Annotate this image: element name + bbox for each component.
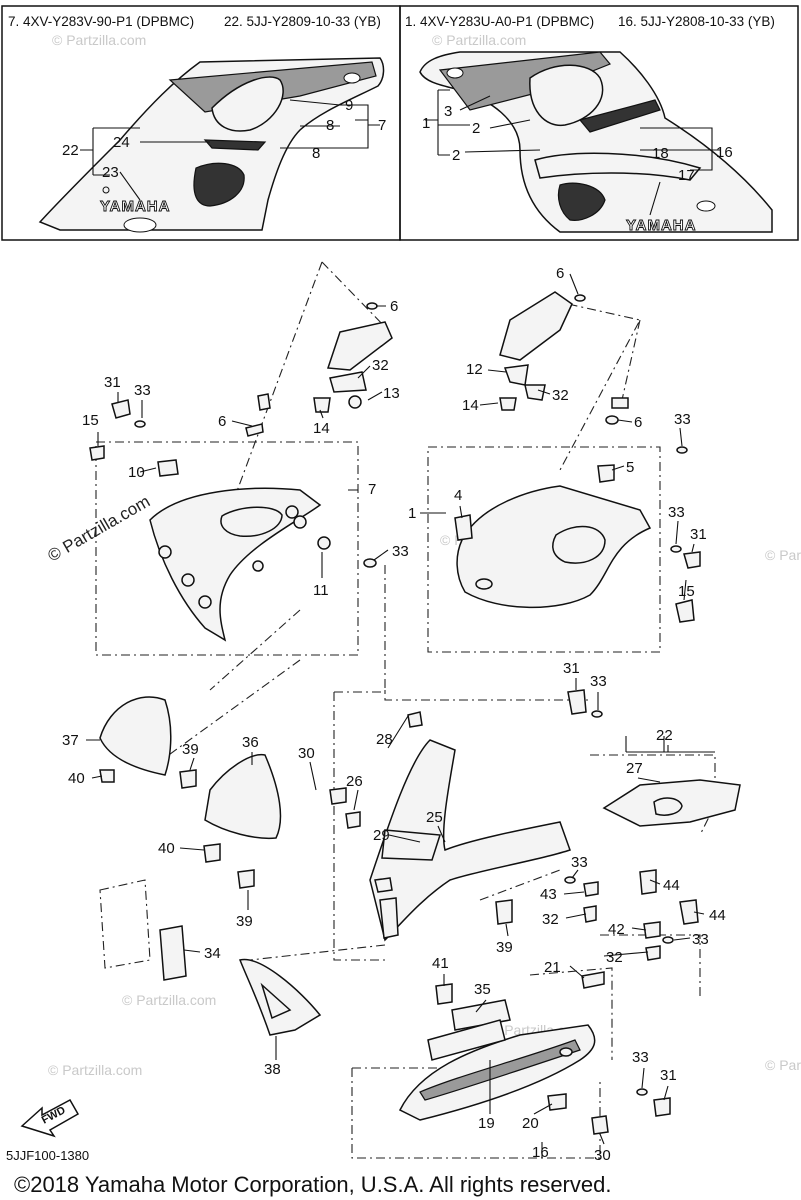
callout-26: 26 bbox=[346, 773, 363, 790]
callout-44: 44 bbox=[663, 877, 680, 894]
callout-7: 7 bbox=[368, 481, 376, 498]
callout-35: 35 bbox=[474, 981, 491, 998]
callout-21: 21 bbox=[544, 959, 561, 976]
inset-left-callout-24: 24 bbox=[113, 134, 130, 151]
callout-31: 31 bbox=[660, 1067, 677, 1084]
inset-right-callout-3: 3 bbox=[444, 103, 452, 120]
callout-39: 39 bbox=[236, 913, 253, 930]
group-outlines bbox=[95, 261, 716, 1159]
callout-30: 30 bbox=[298, 745, 315, 762]
callout-33: 33 bbox=[590, 673, 607, 690]
callout-28: 28 bbox=[376, 731, 393, 748]
inset-right-callout-18: 18 bbox=[652, 145, 669, 162]
callout-19: 19 bbox=[478, 1115, 495, 1132]
inset-left-callout-22: 22 bbox=[62, 142, 79, 159]
callout-30: 30 bbox=[594, 1147, 611, 1164]
inset-left-callout-23: 23 bbox=[102, 164, 119, 181]
callout-39: 39 bbox=[496, 939, 513, 956]
callout-40: 40 bbox=[158, 840, 175, 857]
callout-32: 32 bbox=[552, 387, 569, 404]
parts bbox=[89, 291, 741, 1135]
inset-right-callout-16: 16 bbox=[716, 144, 733, 161]
watermark-2: © Partzilla.com bbox=[432, 32, 526, 48]
callout-40: 40 bbox=[68, 770, 85, 787]
callout-6: 6 bbox=[556, 265, 564, 282]
callout-10: 10 bbox=[128, 464, 145, 481]
callout-32: 32 bbox=[372, 357, 389, 374]
callout-14: 14 bbox=[462, 397, 479, 414]
inset-left-callout-9: 9 bbox=[345, 97, 353, 114]
callout-16: 16 bbox=[532, 1144, 549, 1161]
inset-left-callout-8a: 8 bbox=[326, 117, 334, 134]
callout-31: 31 bbox=[563, 660, 580, 677]
callout-37: 37 bbox=[62, 732, 79, 749]
inset-right-brand: YAMAHA bbox=[626, 217, 696, 234]
watermark-3: © Partzilla.com bbox=[765, 547, 801, 563]
inset-right-callout-2b: 2 bbox=[452, 147, 460, 164]
callout-42: 42 bbox=[608, 921, 625, 938]
callout-15: 15 bbox=[678, 583, 695, 600]
inset-right-callout-1: 1 bbox=[422, 115, 430, 132]
inset-left-header-b: 22. 5JJ-Y2809-10-33 (YB) bbox=[224, 14, 381, 29]
callout-6: 6 bbox=[218, 413, 226, 430]
callout-33: 33 bbox=[632, 1049, 649, 1066]
callout-6: 6 bbox=[634, 414, 642, 431]
callout-5: 5 bbox=[626, 459, 634, 476]
callout-33: 33 bbox=[392, 543, 409, 560]
inset-right-header-b: 16. 5JJ-Y2808-10-33 (YB) bbox=[618, 14, 775, 29]
inset-left-brand: YAMAHA bbox=[100, 198, 170, 215]
inset-right-callout-17: 17 bbox=[678, 167, 695, 184]
watermark-1: © Partzilla.com bbox=[52, 32, 146, 48]
watermark-6: © Partzilla.com bbox=[122, 992, 216, 1008]
callout-32: 32 bbox=[606, 949, 623, 966]
callout-33: 33 bbox=[668, 504, 685, 521]
inset-left-callout-7: 7 bbox=[378, 117, 386, 134]
leader-lines bbox=[86, 273, 715, 1158]
diagram-code: 5JJF100-1380 bbox=[6, 1148, 89, 1163]
inset-left: 7. 4XV-Y283V-90-P1 (DPBMC) 22. 5JJ-Y2809… bbox=[1, 5, 401, 241]
callout-4: 4 bbox=[454, 487, 462, 504]
callout-43: 43 bbox=[540, 886, 557, 903]
callouts: 6 32 13 14 6 12 32 14 6 31 33 15 6 10 7 … bbox=[62, 265, 726, 1164]
callout-25: 25 bbox=[426, 809, 443, 826]
inset-right: 1. 4XV-Y283U-A0-P1 (DPBMC) 16. 5JJ-Y2808… bbox=[399, 5, 799, 241]
callout-36: 36 bbox=[242, 734, 259, 751]
callout-44: 44 bbox=[709, 907, 726, 924]
callout-32: 32 bbox=[542, 911, 559, 928]
callout-11: 11 bbox=[313, 582, 329, 599]
callout-6: 6 bbox=[390, 298, 398, 315]
callout-31: 31 bbox=[690, 526, 707, 543]
callout-20: 20 bbox=[522, 1115, 539, 1132]
copyright: ©2018 Yamaha Motor Corporation, U.S.A. A… bbox=[14, 1172, 611, 1197]
callout-14: 14 bbox=[313, 420, 330, 437]
inset-left-callout-8b: 8 bbox=[312, 145, 320, 162]
callout-33: 33 bbox=[571, 854, 588, 871]
inset-right-callout-2a: 2 bbox=[472, 120, 480, 137]
callout-29: 29 bbox=[373, 827, 390, 844]
callout-38: 38 bbox=[264, 1061, 281, 1078]
fwd-arrow-icon: FWD bbox=[20, 1098, 80, 1138]
callout-31: 31 bbox=[104, 374, 121, 391]
callout-33: 33 bbox=[674, 411, 691, 428]
callout-12: 12 bbox=[466, 361, 483, 378]
callout-33: 33 bbox=[692, 931, 709, 948]
callout-22: 22 bbox=[656, 727, 673, 744]
callout-27: 27 bbox=[626, 760, 643, 777]
inset-left-header-a: 7. 4XV-Y283V-90-P1 (DPBMC) bbox=[8, 14, 194, 29]
inset-right-header-a: 1. 4XV-Y283U-A0-P1 (DPBMC) bbox=[405, 14, 594, 29]
watermark-8: © Partzilla.com bbox=[765, 1057, 801, 1073]
watermark-main: © Partzilla.com bbox=[45, 492, 154, 566]
callout-39: 39 bbox=[182, 741, 199, 758]
callout-1: 1 bbox=[408, 505, 416, 522]
callout-41: 41 bbox=[432, 955, 449, 972]
callout-15: 15 bbox=[82, 412, 99, 429]
callout-13: 13 bbox=[383, 385, 400, 402]
watermark-5: © Partzilla.com bbox=[48, 1062, 142, 1078]
callout-34: 34 bbox=[204, 945, 221, 962]
callout-33: 33 bbox=[134, 382, 151, 399]
